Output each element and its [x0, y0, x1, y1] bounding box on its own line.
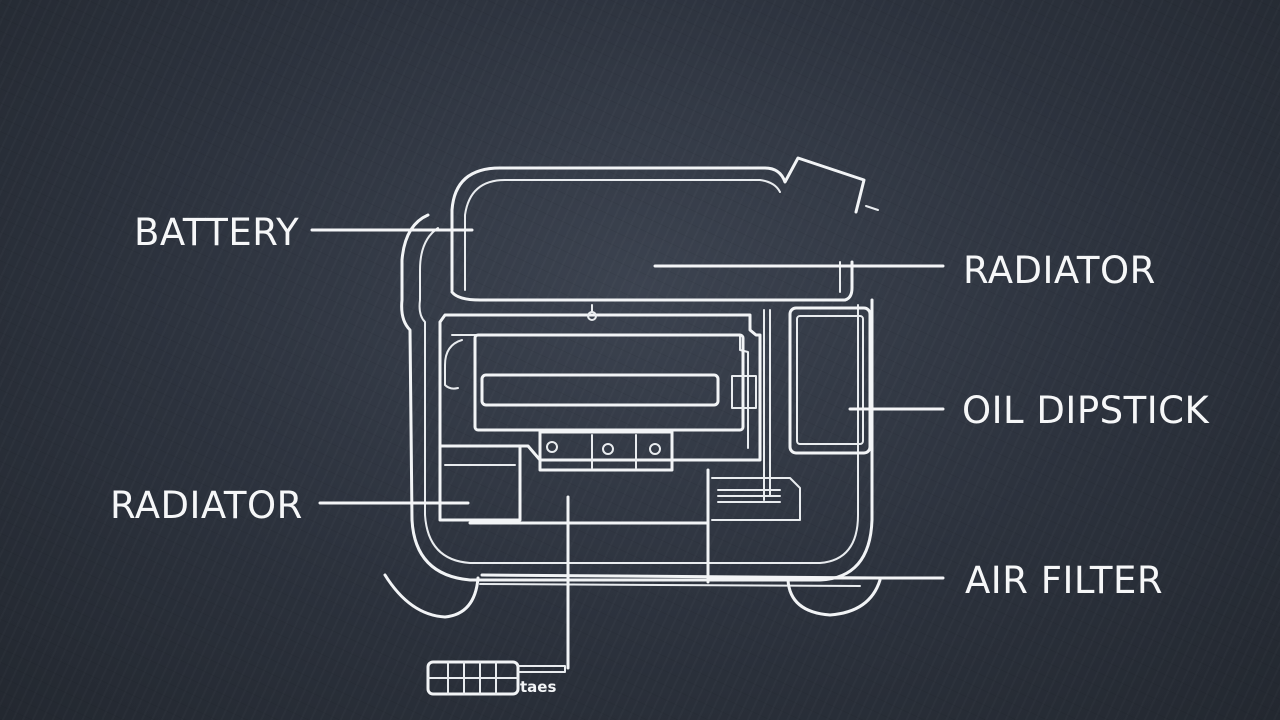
right-foot	[786, 578, 882, 617]
side-block	[731, 375, 757, 409]
battery-label: BATTERY	[134, 211, 300, 254]
left-foot	[383, 573, 480, 619]
engine-inner-body	[418, 227, 859, 564]
engine-block	[438, 313, 762, 462]
connector-tag-label: taes	[520, 678, 557, 696]
radiator-left-label: RADIATOR	[110, 484, 303, 527]
dipstick-inner	[796, 315, 864, 445]
bolt-2	[602, 443, 614, 455]
battery-inner	[464, 179, 781, 291]
left-bracket	[444, 339, 463, 390]
vent-tab	[865, 205, 879, 211]
dipstick-housing	[788, 306, 872, 455]
cylinder-head	[473, 333, 745, 432]
battery-base	[450, 260, 854, 302]
battery-housing	[450, 156, 866, 292]
bolt-3	[649, 443, 661, 455]
air-filter-label: AIR FILTER	[965, 559, 1164, 602]
engine-outer-body	[400, 213, 874, 582]
lower-plate	[538, 430, 674, 472]
radiator-right-label: RADIATOR	[963, 249, 1156, 292]
bolt-1	[546, 441, 558, 453]
connector-tip	[517, 665, 566, 673]
base-rail-2	[479, 583, 861, 587]
cylinder-bar	[480, 373, 720, 407]
oil-dipstick-label: OIL DIPSTICK	[962, 389, 1210, 432]
radiator-lower-box	[438, 444, 522, 522]
filter-box	[711, 477, 801, 521]
